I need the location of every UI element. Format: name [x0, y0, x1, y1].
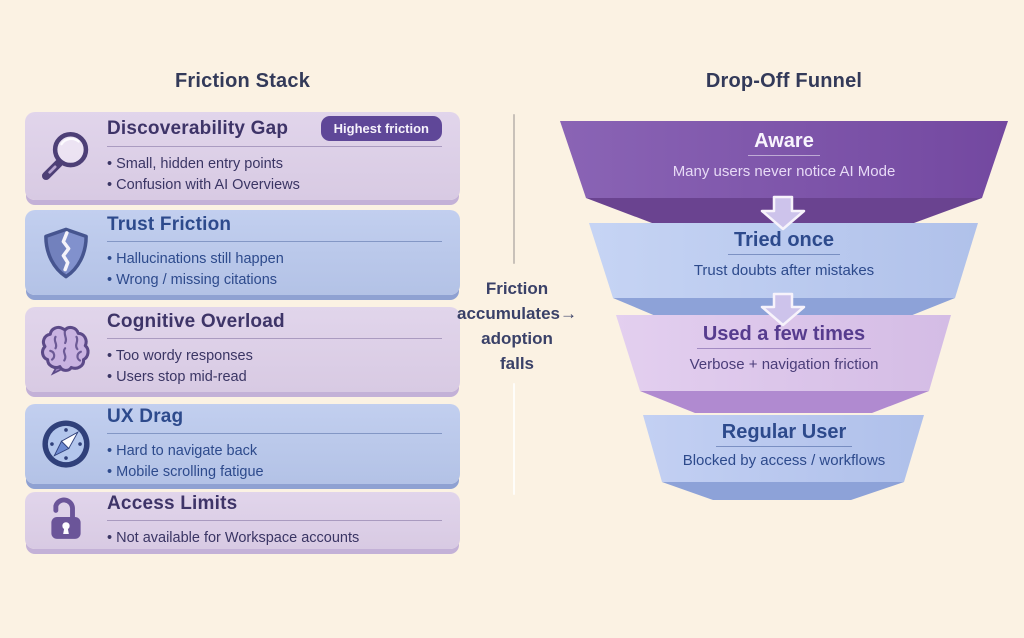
stage-regular-user-description: Blocked by access / workflows [682, 452, 886, 469]
card-title: Discoverability Gap [107, 117, 289, 139]
bullet-item: Users stop mid-read [107, 367, 442, 388]
lock-open-icon [25, 493, 107, 549]
bullet-item: Hallucinations still happen [107, 249, 442, 270]
caption-line: adoption [481, 329, 553, 348]
card-content: Access Limits Not available for Workspac… [107, 493, 460, 549]
bullet-item: Too wordy responses [107, 346, 442, 367]
caption-line: accumulates→ [457, 304, 577, 323]
card-trust-friction: Trust Friction Hallucinations still happ… [25, 210, 460, 295]
card-header: Trust Friction [107, 214, 442, 242]
stage-used-few-times-label: Used a few times [560, 323, 1008, 349]
card-content: UX Drag Hard to navigate back Mobile scr… [107, 406, 460, 483]
shield-crack-icon [25, 225, 107, 281]
down-arrow-icon [760, 292, 806, 327]
card-content: Cognitive Overload Too wordy responses U… [107, 311, 460, 388]
stage-aware-label: Aware [560, 130, 1008, 156]
card-title: Access Limits [107, 492, 238, 514]
card-title: Trust Friction [107, 214, 232, 235]
card-bullets: Too wordy responses Users stop mid-read [107, 346, 442, 388]
brain-icon [25, 322, 107, 378]
card-title: Cognitive Overload [107, 311, 285, 332]
bullet-item: Mobile scrolling fatigue [107, 462, 442, 483]
card-discoverability-gap: Discoverability Gap Highest friction Sma… [25, 112, 460, 200]
magnifier-icon [25, 127, 107, 185]
stage-label: Tried once [727, 229, 841, 255]
card-bullets: Not available for Workspace accounts [107, 528, 442, 549]
card-bullets: Small, hidden entry points Confusion wit… [107, 154, 442, 196]
card-content: Trust Friction Hallucinations still happ… [107, 214, 460, 291]
card-header: Access Limits [107, 493, 442, 521]
stage-tried-once-description: Trust doubts after mistakes [693, 262, 875, 279]
card-bullets: Hallucinations still happen Wrong / miss… [107, 249, 442, 291]
bullet-item: Wrong / missing citations [107, 270, 442, 291]
stage-label: Used a few times [696, 323, 872, 349]
stage-label: Aware [748, 130, 820, 156]
drop-off-funnel-title: Drop-Off Funnel [705, 70, 863, 92]
vertical-divider-bottom [513, 383, 515, 495]
card-access-limits: Access Limits Not available for Workspac… [25, 492, 460, 549]
funnel-stage3-shape [616, 315, 951, 391]
card-header: Cognitive Overload [107, 311, 442, 339]
funnel-stage4-shape [643, 415, 924, 482]
friction-accumulates-caption: Friction accumulates→ adoption falls [437, 276, 597, 376]
funnel-stage1-shape [560, 121, 1008, 198]
card-cognitive-overload: Cognitive Overload Too wordy responses U… [25, 307, 460, 392]
caption-line: Friction [485, 279, 549, 298]
vertical-divider-top [513, 114, 515, 264]
funnel-stage4-base [662, 482, 904, 500]
card-content: Discoverability Gap Highest friction Sma… [107, 116, 460, 196]
card-header: Discoverability Gap Highest friction [107, 116, 442, 147]
stage-label: Regular User [715, 421, 853, 447]
card-bullets: Hard to navigate back Mobile scrolling f… [107, 441, 442, 483]
stage-used-few-times-description: Verbose + navigation friction [689, 356, 879, 373]
compass-icon [25, 415, 107, 473]
bullet-item: Hard to navigate back [107, 441, 442, 462]
highest-friction-badge: Highest friction [320, 116, 442, 141]
stage-tried-once-label: Tried once [560, 229, 1008, 255]
funnel-stage3-base [640, 391, 929, 413]
bullet-item: Small, hidden entry points [107, 154, 442, 175]
friction-stack-title: Friction Stack [174, 70, 311, 92]
card-ux-drag: UX Drag Hard to navigate back Mobile scr… [25, 404, 460, 484]
stage-aware-description: Many users never notice AI Mode [672, 163, 896, 180]
stage-regular-user-label: Regular User [560, 421, 1008, 447]
down-arrow-icon [760, 195, 806, 231]
bullet-item: Not available for Workspace accounts [107, 528, 442, 549]
card-header: UX Drag [107, 406, 442, 434]
caption-line: falls [499, 354, 535, 373]
card-title: UX Drag [107, 405, 184, 427]
funnel-stage2-shape [589, 223, 978, 298]
bullet-item: Confusion with AI Overviews [107, 175, 442, 196]
